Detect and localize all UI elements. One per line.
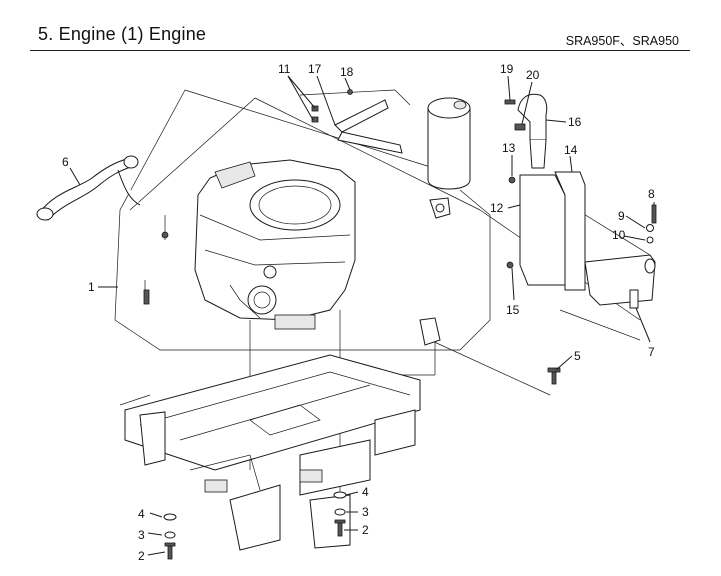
callout-13: 13 <box>502 141 516 155</box>
callout-10: 10 <box>612 228 626 242</box>
callout-numbers: 1 2 2 3 3 4 4 5 6 7 8 9 10 11 12 13 14 1… <box>62 62 655 563</box>
callout-19: 19 <box>500 62 514 76</box>
cover-plate <box>584 254 656 309</box>
callout-16: 16 <box>568 115 582 129</box>
callout-20: 20 <box>526 68 540 82</box>
chassis-frame <box>119 354 421 551</box>
callout-4-left: 4 <box>138 507 145 521</box>
model-designation: SRA950F、SRA950 <box>565 34 679 48</box>
callout-2-right: 2 <box>362 523 369 537</box>
callout-2-left: 2 <box>138 549 145 563</box>
callout-11: 11 <box>278 62 291 76</box>
callout-18: 18 <box>340 65 354 79</box>
exhaust-pipe <box>36 155 141 221</box>
muffler <box>427 97 471 219</box>
callout-17: 17 <box>308 62 322 76</box>
callout-12: 12 <box>490 201 504 215</box>
muffler-bracket <box>311 89 403 154</box>
tail-pipe <box>504 93 548 169</box>
engine-block <box>194 159 356 330</box>
callout-5: 5 <box>574 349 581 363</box>
mount-hardware-left <box>163 513 177 560</box>
callout-4-right: 4 <box>362 485 369 499</box>
heat-shield <box>506 171 586 291</box>
fasteners <box>143 204 657 385</box>
callout-8: 8 <box>648 187 655 201</box>
leader-lines <box>69 75 655 556</box>
callout-7: 7 <box>648 345 655 359</box>
page-title: 5. Engine (1) Engine <box>38 24 207 44</box>
header-rule <box>30 50 690 51</box>
callout-6: 6 <box>62 155 69 169</box>
callout-15: 15 <box>506 303 520 317</box>
callout-3-left: 3 <box>138 528 145 542</box>
callout-3-right: 3 <box>362 505 369 519</box>
callout-14: 14 <box>564 143 578 157</box>
callout-1: 1 <box>88 280 95 294</box>
callout-9: 9 <box>618 209 625 223</box>
